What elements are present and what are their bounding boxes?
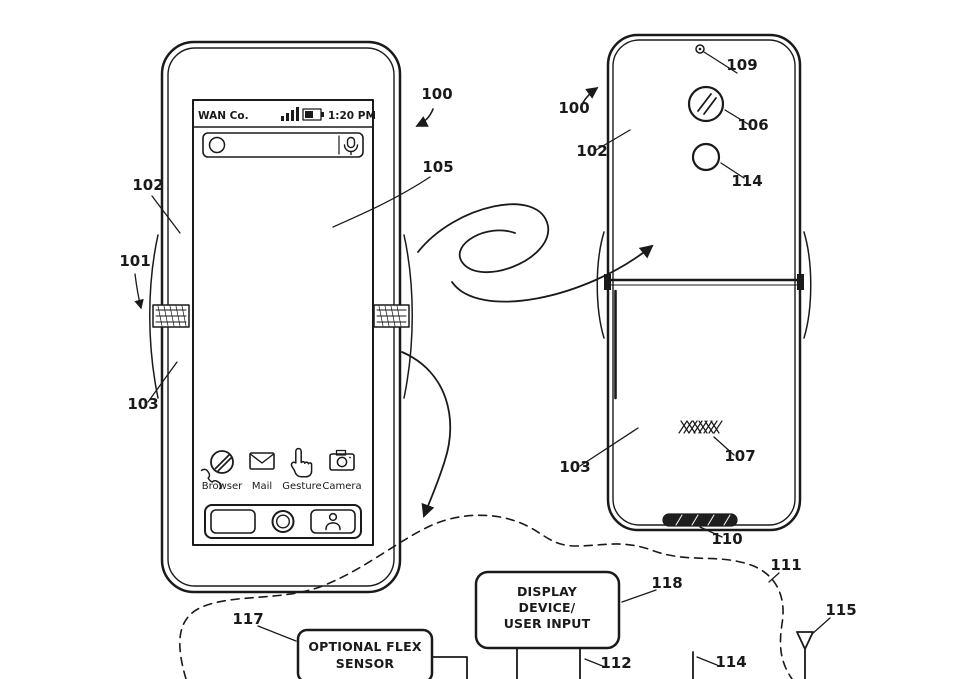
dashed-boundary [179,514,793,679]
ref-101: 101 [119,252,150,270]
flex-sensor-box: OPTIONAL FLEX SENSOR [296,628,434,679]
flex-sensor-line1: OPTIONAL FLEX [308,639,421,654]
top-sensor-dot-inner [698,47,702,51]
search-icon [208,136,226,154]
ref-111: 111 [770,556,801,574]
ref-110: 110 [711,530,742,548]
connector-lines [431,647,694,679]
microphone-icon[interactable] [343,136,359,156]
speaker-grille [662,513,738,527]
signal-bars-icon [281,107,299,121]
search-bar[interactable] [202,132,364,158]
back-left-flex-curve [596,231,605,339]
browser-label: Browser [202,481,243,492]
rear-second-lens [691,142,721,172]
display-device-box: DISPLAY DEVICE/ USER INPUT [474,570,621,650]
back-hinge-line [604,274,804,290]
back-phone-view [596,33,812,532]
right-flex-curve [403,234,413,399]
ref-105: 105 [422,158,453,176]
clock-label: 1:20 PM [328,110,376,122]
mail-label: Mail [252,481,272,492]
camera-icon[interactable] [329,449,355,471]
left-flex-curve [149,234,159,399]
leader-lines [134,51,831,668]
app-icon-row: Browser Mail Gesture Camera [202,447,362,492]
browser-icon[interactable] [210,450,234,474]
front-phone-body-outer [160,40,402,594]
ref-106: 106 [737,116,768,134]
rear-camera-lens [687,85,725,123]
carrier-label: WAN Co. [198,110,249,122]
back-phone-body-outer [606,33,802,532]
call-button[interactable] [210,509,256,534]
dock-bar [200,468,362,539]
person-icon [325,512,341,531]
gesture-icon[interactable] [290,447,313,478]
ref-103-back: 103 [559,458,590,476]
top-sensor-dot [695,44,705,54]
to-schematic-arrow [401,351,452,518]
front-phone-view: WAN Co. 1:20 PM [149,40,413,594]
ref-117: 117 [232,610,263,628]
gesture-label: Gesture [282,481,321,492]
ref-112: 112 [600,654,631,672]
phone-handset-icon [200,468,222,490]
display-device-line2: DEVICE/ [519,600,576,615]
camera-label: Camera [322,481,361,492]
battery-icon [302,108,324,121]
ref-107: 107 [724,447,755,465]
ref-100-back: 100 [558,99,589,117]
mail-icon[interactable] [249,452,275,470]
status-bar: WAN Co. 1:20 PM [192,107,376,128]
reference-numerals: 100 105 102 101 103 100 102 109 106 114 … [119,56,856,672]
home-button-inner [276,514,291,529]
ref-118: 118 [651,574,682,592]
schematic-region: DISPLAY DEVICE/ USER INPUT OPTIONAL FLEX… [179,514,814,679]
ref-100-front: 100 [421,85,452,103]
home-button[interactable] [271,510,295,533]
ref-114-back: 114 [731,172,762,190]
front-view-pointer-arrow [415,108,434,127]
display-device-line3: USER INPUT [504,616,591,631]
back-view-pointer-arrow [580,86,599,108]
ref-114-bottom: 114 [715,653,746,671]
display-device-line1: DISPLAY [517,584,578,599]
fold-swoosh-arrow [417,203,654,303]
ref-115: 115 [825,601,856,619]
hinge-left [152,304,190,328]
annotations: 100 105 102 101 103 100 102 109 106 114 … [119,51,857,672]
texture-patch [678,420,723,434]
ref-109: 109 [726,56,757,74]
hinge-right [373,304,410,328]
ref-102-front: 102 [132,176,163,194]
back-right-flex-curve [803,231,812,339]
flex-sensor-line2: SENSOR [336,656,395,671]
display-screen [192,99,374,546]
antenna-icon [796,631,814,679]
ref-103-front: 103 [127,395,158,413]
ref-102-back: 102 [576,142,607,160]
contacts-button[interactable] [310,509,356,534]
